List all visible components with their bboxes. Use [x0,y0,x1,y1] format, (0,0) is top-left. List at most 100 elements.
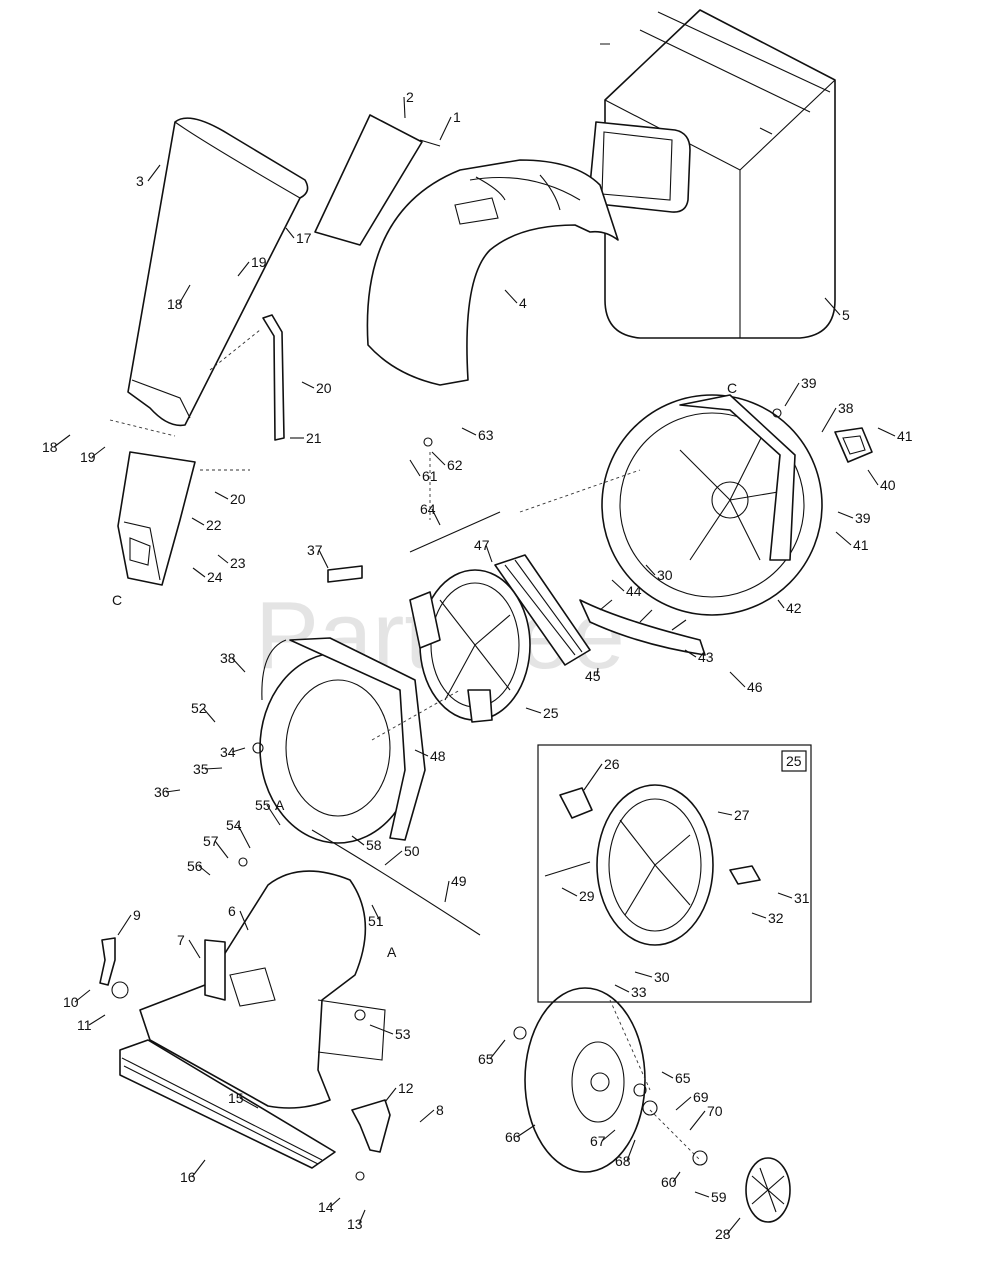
leader-line-53 [369,1024,394,1035]
leader-line-64 [431,508,441,526]
leader-line-27 [717,811,733,816]
leader-line-48 [414,749,429,757]
leader-line-31 [777,892,793,899]
part-17-chute [127,117,309,427]
leader-line-1 [439,116,452,141]
leader-line-24 [192,567,206,578]
callout-46: 46 [747,679,763,695]
callout-26: 26 [604,756,620,772]
leader-line-17 [285,227,295,239]
callout-21: 21 [306,430,322,446]
callout-65: 65 [478,1051,494,1067]
callout-22: 22 [206,517,222,533]
callout-66: 66 [505,1129,521,1145]
part-22-lower-chute [117,451,196,586]
reference-letter-A: A [387,944,397,960]
part-25-impeller [409,569,531,723]
leader-line-16 [191,1159,206,1178]
leader-line-61 [409,459,421,477]
leader-line-30 [634,971,653,978]
callout-64: 64 [420,501,436,517]
leader-line-40 [867,469,879,486]
leader-line-9 [117,914,132,936]
reference-letter-C: C [112,592,122,608]
leader-line-36 [165,789,181,793]
leader-line-44 [611,579,625,592]
callout-29: 29 [579,888,595,904]
callout-39: 39 [801,375,817,391]
leader-line-70 [689,1110,706,1131]
leader-line-55 [266,804,281,826]
callout-6: 6 [228,903,236,919]
part-64-rod [409,511,501,553]
hardware-fasteners [238,408,782,1181]
leader-line-5 [824,297,841,316]
leader-line-66 [516,1124,536,1138]
callout-8: 8 [436,1102,444,1118]
part-16-base-plate [119,1039,336,1169]
leader-line-47 [485,544,493,563]
callout-60: 60 [661,1174,677,1190]
callout-58: 58 [366,837,382,853]
callout-labels: 1234567891011121314151617181819192020212… [42,89,913,1242]
callout-41: 41 [853,537,869,553]
leader-line-11 [88,1014,106,1026]
callout-33: 33 [631,984,647,1000]
part-9-lever [99,937,129,999]
leader-line-45 [596,667,599,677]
leader-lines [53,96,896,1235]
callout-57: 57 [203,833,219,849]
leader-line-43 [684,649,697,658]
leader-line-12 [384,1087,397,1103]
assembly-guide-lines [109,329,701,1161]
callout-2: 2 [406,89,414,105]
callout-45: 45 [585,668,601,684]
callout-56: 56 [187,858,203,874]
callout-15: 15 [228,1090,244,1106]
callout-39: 39 [855,510,871,526]
callout-52: 52 [191,700,207,716]
reference-letter-C: C [727,380,737,396]
leader-line-32 [751,912,767,919]
part-45-blade-set [579,599,706,656]
callout-32: 32 [768,910,784,926]
leader-line-30 [645,564,656,576]
callout-23: 23 [230,555,246,571]
callout-42: 42 [786,600,802,616]
part-37-block [327,565,363,583]
callout-38: 38 [838,400,854,416]
leader-line-39 [784,382,800,407]
part-12-bracket [351,1099,391,1153]
leader-line-54 [237,824,251,849]
leader-line-20 [301,381,315,389]
callout-70: 70 [707,1103,723,1119]
callout-59: 59 [711,1189,727,1205]
callout-47: 47 [474,537,490,553]
callout-18: 18 [42,439,58,455]
leader-line-39 [837,511,854,519]
callout-69: 69 [693,1089,709,1105]
part-40-gasket [834,427,873,463]
callout-38: 38 [220,650,236,666]
leader-line-20 [214,491,229,500]
callout-67: 67 [590,1133,606,1149]
callout-20: 20 [316,380,332,396]
leader-line-56 [198,865,211,876]
leader-line-6 [239,910,249,931]
leader-line-26 [583,763,603,791]
inset-label: 25 [786,753,802,769]
part-21-bracket [262,314,285,441]
part-47-knife [494,554,591,666]
callout-43: 43 [698,649,714,665]
callout-50: 50 [404,843,420,859]
callout-44: 44 [626,583,642,599]
callout-63: 63 [478,427,494,443]
leader-line-41 [877,427,896,437]
leader-line-67 [601,1129,616,1142]
callout-36: 36 [154,784,170,800]
leader-line-8 [419,1109,435,1123]
leader-line-4 [504,289,518,304]
callout-68: 68 [615,1153,631,1169]
reference-letter-A: A [275,797,285,813]
callout-28: 28 [715,1226,731,1242]
